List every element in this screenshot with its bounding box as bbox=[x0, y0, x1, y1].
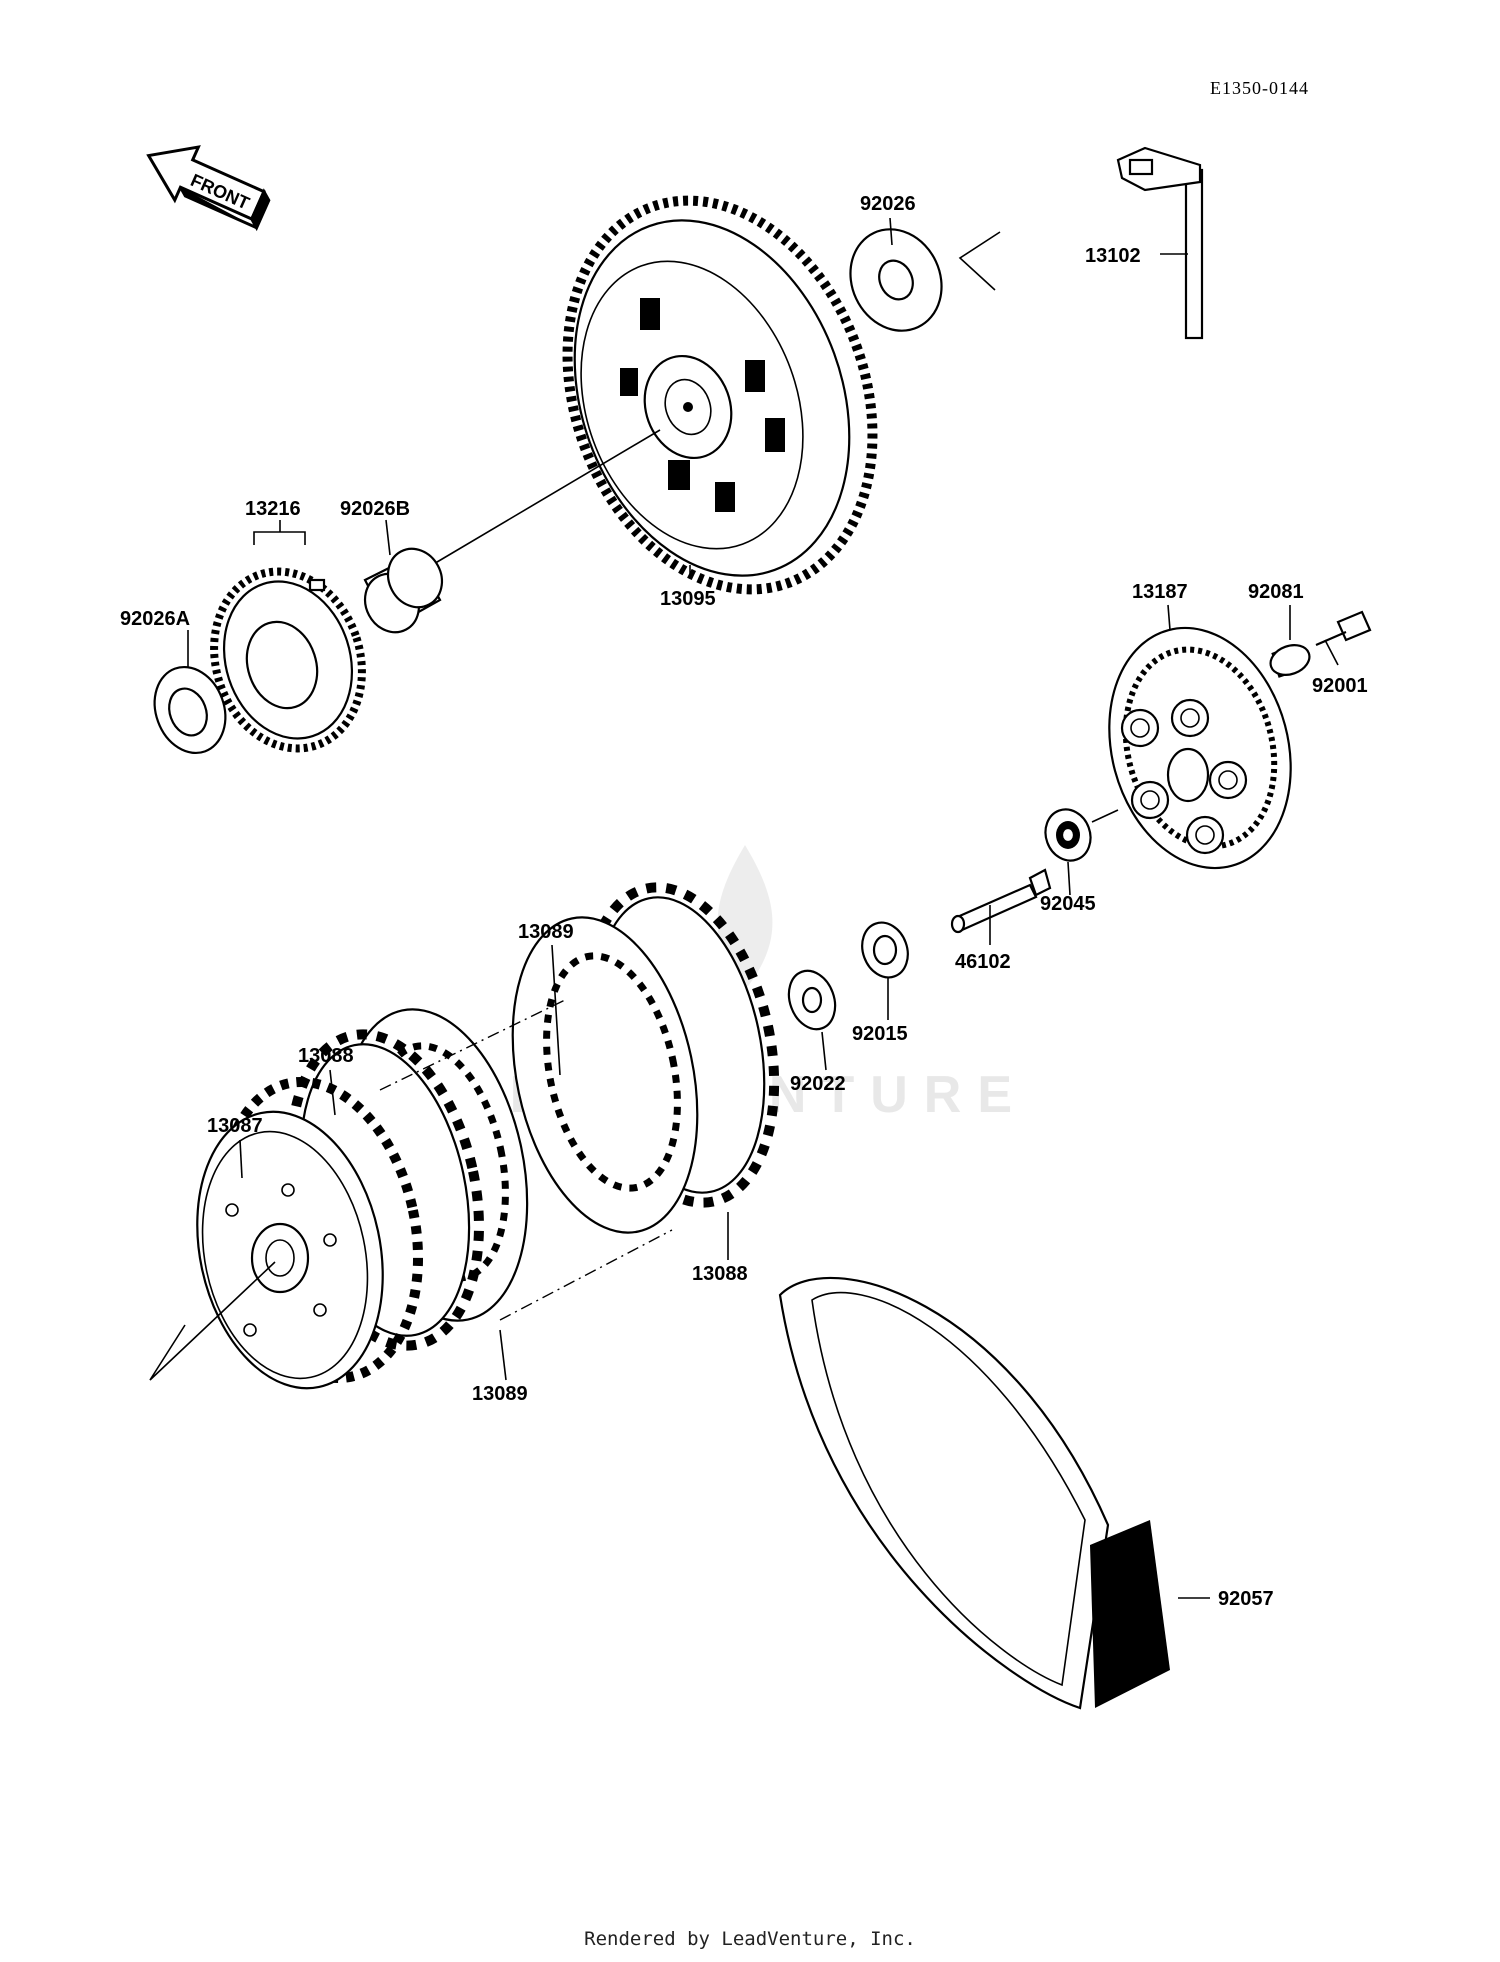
bearing-92045 bbox=[1044, 808, 1092, 862]
leader-lines bbox=[187, 217, 1339, 1599]
clutch-hub-13087 bbox=[196, 1076, 424, 1390]
label-13087: 13087 bbox=[207, 1115, 263, 1137]
label-92026A: 92026A bbox=[120, 608, 190, 630]
pressure-plate-13187 bbox=[1108, 626, 1292, 870]
part-labels: 92026 13102 13216 92026B 92026A 13095 13… bbox=[120, 193, 1368, 1610]
washer-92022 bbox=[787, 969, 837, 1031]
clutch-housing-13095 bbox=[562, 195, 878, 595]
label-92022: 92022 bbox=[790, 1073, 846, 1095]
label-92026B: 92026B bbox=[340, 498, 410, 520]
diagram-code: E1350-0144 bbox=[1210, 78, 1309, 98]
label-92015: 92015 bbox=[852, 1023, 908, 1045]
shaft-13102 bbox=[1116, 146, 1204, 340]
gear-13216 bbox=[210, 567, 366, 753]
seal-92026A bbox=[153, 665, 227, 755]
label-13095: 13095 bbox=[660, 588, 716, 610]
nut-92015 bbox=[861, 921, 909, 979]
label-92057: 92057 bbox=[1218, 1588, 1274, 1610]
label-13187: 13187 bbox=[1132, 581, 1188, 603]
label-92001: 92001 bbox=[1312, 675, 1368, 697]
label-13088-right: 13088 bbox=[692, 1263, 748, 1285]
washer-92026 bbox=[849, 228, 943, 332]
bolt-92001 bbox=[1315, 610, 1372, 647]
label-13088-left: 13088 bbox=[298, 1045, 354, 1067]
plate-13089-top bbox=[511, 916, 699, 1234]
label-13089-top: 13089 bbox=[518, 921, 574, 943]
footer-credit: Rendered by LeadVenture, Inc. bbox=[584, 1928, 916, 1950]
label-92026: 92026 bbox=[860, 193, 916, 215]
label-92045: 92045 bbox=[1040, 893, 1096, 915]
chain-92057 bbox=[778, 1276, 1170, 1710]
label-13216: 13216 bbox=[245, 498, 301, 520]
label-92081: 92081 bbox=[1248, 581, 1304, 603]
spring-92081 bbox=[1269, 644, 1311, 678]
front-arrow: FRONT bbox=[146, 145, 271, 232]
label-46102: 46102 bbox=[955, 951, 1011, 973]
bushing-92026B bbox=[363, 547, 444, 634]
push-rod-46102 bbox=[950, 868, 1052, 934]
label-13102: 13102 bbox=[1085, 245, 1141, 267]
label-13089-bottom: 13089 bbox=[472, 1383, 528, 1405]
